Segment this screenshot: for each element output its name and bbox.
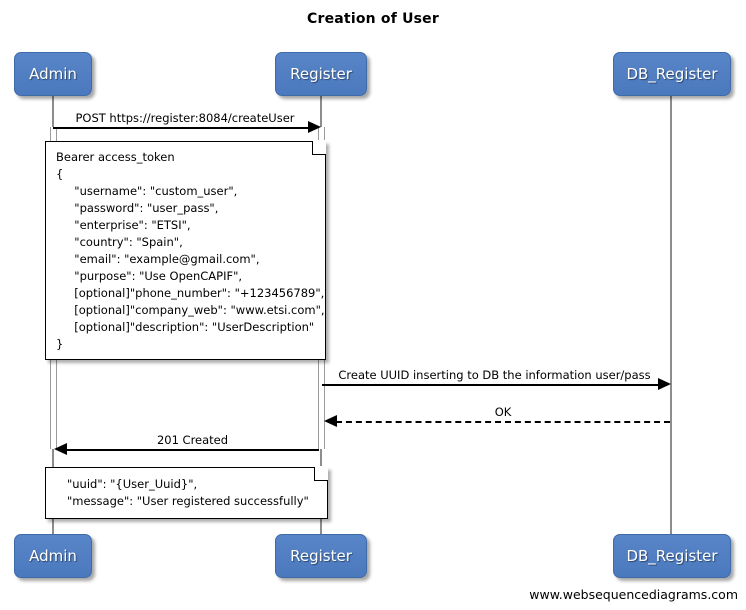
note-fold-corner-icon bbox=[312, 140, 326, 155]
actor-register-top[interactable]: Register bbox=[275, 52, 367, 96]
actor-db-register-top[interactable]: DB_Register bbox=[613, 52, 731, 96]
message-label-create-uuid: Create UUID inserting to DB the informat… bbox=[338, 368, 651, 382]
message-arrowhead-created-201 bbox=[54, 443, 67, 455]
note-fold-corner-icon bbox=[314, 466, 328, 481]
message-label-post-create-user: POST https://register:8084/createUser bbox=[75, 111, 295, 125]
actor-register-bottom[interactable]: Register bbox=[275, 534, 367, 578]
message-arrowhead-post-create-user bbox=[308, 121, 321, 133]
note-request-body-text: Bearer access_token { "username": "custo… bbox=[56, 150, 325, 351]
actor-label: DB_Register bbox=[626, 65, 718, 83]
footer-watermark: www.websequencediagrams.com bbox=[529, 587, 738, 602]
actor-label: Register bbox=[290, 547, 352, 565]
message-arrowhead-create-uuid bbox=[658, 378, 671, 390]
actor-db-register-bottom[interactable]: DB_Register bbox=[613, 534, 731, 578]
message-line-post-create-user bbox=[53, 127, 317, 129]
message-label-created-201: 201 Created bbox=[156, 433, 229, 447]
note-response-body-text: "uuid": "{User_Uuid}", "message": "User … bbox=[66, 477, 309, 508]
lifeline-db-register bbox=[670, 96, 672, 536]
message-line-db-ok bbox=[336, 421, 670, 423]
actor-label: Admin bbox=[29, 547, 77, 565]
note-request-body: Bearer access_token { "username": "custo… bbox=[45, 140, 326, 360]
actor-label: Register bbox=[290, 65, 352, 83]
actor-label: Admin bbox=[29, 65, 77, 83]
message-arrowhead-db-ok bbox=[324, 415, 337, 427]
note-response-body: "uuid": "{User_Uuid}", "message": "User … bbox=[45, 466, 328, 519]
message-label-db-ok: OK bbox=[494, 405, 512, 419]
actor-label: DB_Register bbox=[626, 547, 718, 565]
message-line-created-201 bbox=[66, 449, 319, 451]
page-title: Creation of User bbox=[307, 11, 439, 27]
actor-admin-bottom[interactable]: Admin bbox=[14, 534, 92, 578]
actor-admin-top[interactable]: Admin bbox=[14, 52, 92, 96]
message-line-create-uuid bbox=[322, 384, 667, 386]
